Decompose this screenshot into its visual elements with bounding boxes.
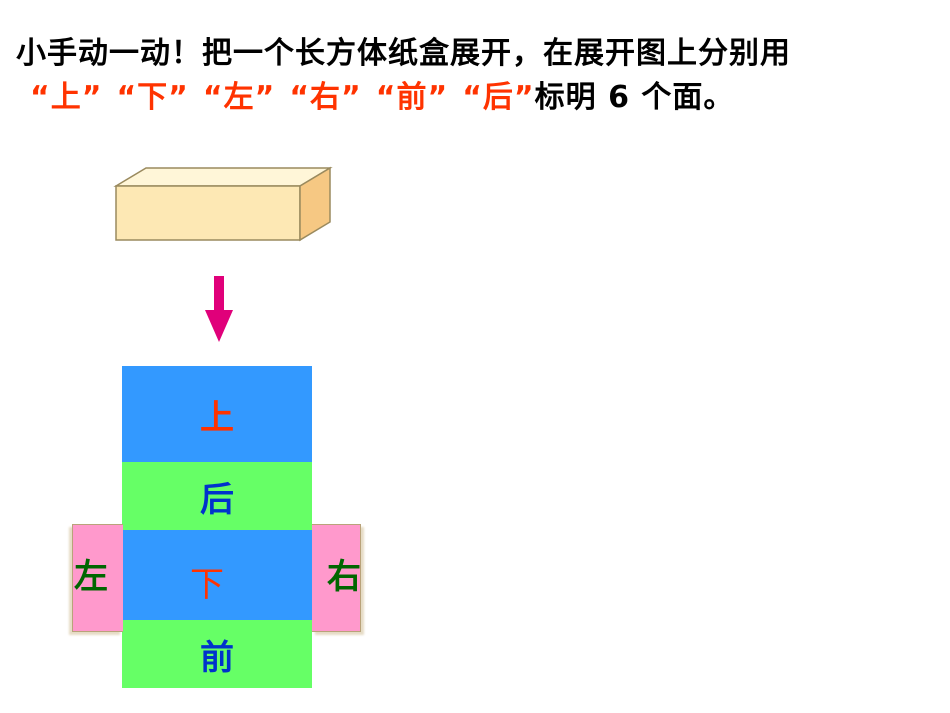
face-label-up: “上” [30,80,103,115]
net-face-back-label: 后 [200,479,234,520]
net-face-front: 前 [122,620,312,688]
instruction-line-2: “上” “下” “左” “右” “前” “后”标明 6 个面。 [16,76,946,120]
face-label-left: “左” [202,80,276,115]
net-face-right: 右 [312,524,361,632]
instruction-tail: 标明 6 个面。 [534,80,735,115]
instruction-line-1: 小手动一动！把一个长方体纸盒展开，在展开图上分别用 [16,36,791,71]
net-face-right-label: 右 [327,556,361,597]
face-label-front: “前” [375,80,449,115]
net-face-left: 左 [72,524,123,632]
net-face-top-label: 上 [200,397,234,438]
net-face-front-label: 前 [200,637,234,678]
face-label-right: “右” [289,80,362,115]
net-face-bottom: 下 [122,530,312,620]
down-arrow-icon [205,276,233,342]
instruction-text: 小手动一动！把一个长方体纸盒展开，在展开图上分别用 “上” “下” “左” “右” “前… [16,32,946,120]
cuboid-box-illustration [113,166,333,242]
net-face-back: 后 [122,462,312,530]
face-label-down: “下” [116,80,189,115]
net-face-left-label: 左 [74,556,108,597]
net-face-bottom-label: 下 [190,564,224,605]
face-label-back: “后” [462,80,535,115]
net-face-top: 上 [122,366,312,462]
